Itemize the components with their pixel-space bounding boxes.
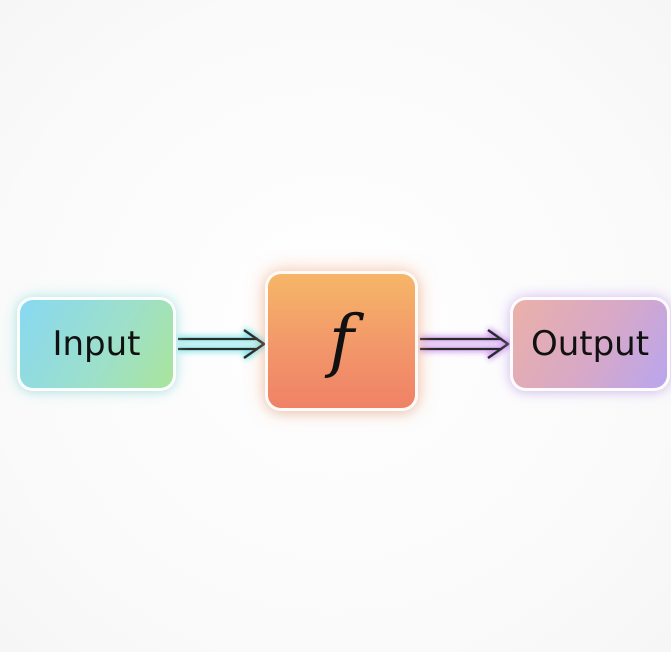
function-node-label: f [328, 301, 355, 381]
output-node-label: Output [530, 324, 650, 364]
input-node: Input [17, 297, 176, 391]
input-node-label: Input [52, 324, 141, 364]
arrow-function-to-output [420, 327, 514, 361]
function-node: f [265, 271, 418, 411]
output-node: Output [510, 297, 670, 391]
arrow-input-to-function [178, 327, 270, 361]
